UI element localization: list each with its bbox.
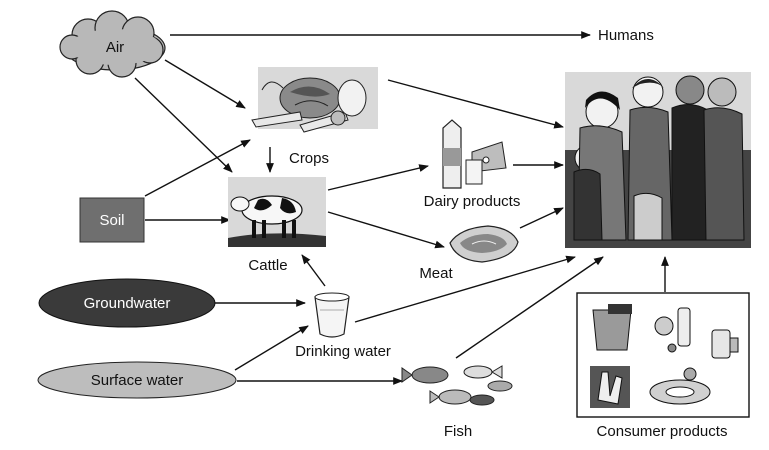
soil-label: Soil (99, 212, 124, 229)
baby-bottle-icon (654, 307, 691, 353)
fish-label: Fish (444, 423, 472, 440)
meat-label: Meat (419, 265, 453, 282)
cow-icon (228, 177, 326, 247)
crops-label: Crops (289, 150, 329, 167)
drinking-water-label: Drinking water (295, 343, 391, 360)
humans-label: Humans (598, 27, 654, 44)
cattle-label: Cattle (248, 257, 287, 274)
vegetables-icon (251, 67, 378, 133)
air-label: Air (106, 39, 124, 56)
groundwater-label: Groundwater (84, 295, 171, 312)
surface-water-ellipse (37, 361, 237, 399)
steak-icon (449, 225, 519, 263)
soil-node: Soil (79, 197, 145, 243)
water-glass-icon (314, 292, 350, 338)
humans-node (565, 72, 751, 248)
arrow-soil-crops (144, 139, 251, 197)
swim-ring-icon (649, 367, 711, 405)
fish-icon (401, 365, 513, 406)
people-group-icon (565, 72, 751, 248)
fish-node: Fish (401, 365, 513, 440)
gloves-icon (590, 366, 630, 408)
arrow-cattle-meat (327, 211, 445, 249)
arrow-fish-humans (455, 256, 604, 359)
consumer-products-label: Consumer products (597, 423, 728, 440)
paint-bucket-icon (592, 304, 632, 351)
meat-node: Meat (419, 225, 519, 282)
dairy-node: Dairy products (424, 119, 521, 210)
arrow-crops-humans (387, 79, 564, 129)
dairy-icon (442, 119, 507, 189)
arrows (134, 31, 669, 385)
arrow-air-cattle (134, 77, 233, 173)
jug-icon (711, 329, 739, 359)
arrow-air-crops (164, 59, 246, 109)
air-node: Air (59, 10, 166, 78)
arrow-meat-humans (519, 207, 564, 229)
dairy-label: Dairy products (424, 193, 521, 210)
surface-water-label: Surface water (91, 372, 184, 389)
crops-node: Crops (251, 67, 378, 167)
arrow-drinking-humans (354, 255, 576, 323)
consumer-products-node: Consumer products (576, 292, 750, 440)
surface-water-node: Surface water (37, 361, 237, 399)
arrow-surface-drinking (234, 325, 309, 371)
cattle-node: Cattle (228, 177, 326, 274)
soil-box (79, 197, 145, 243)
groundwater-ellipse (38, 278, 216, 328)
drinking-water-node: Drinking water (295, 292, 391, 360)
arrow-drinking-cattle (301, 254, 326, 287)
groundwater-node: Groundwater (38, 278, 216, 328)
arrow-cattle-dairy (327, 164, 429, 191)
